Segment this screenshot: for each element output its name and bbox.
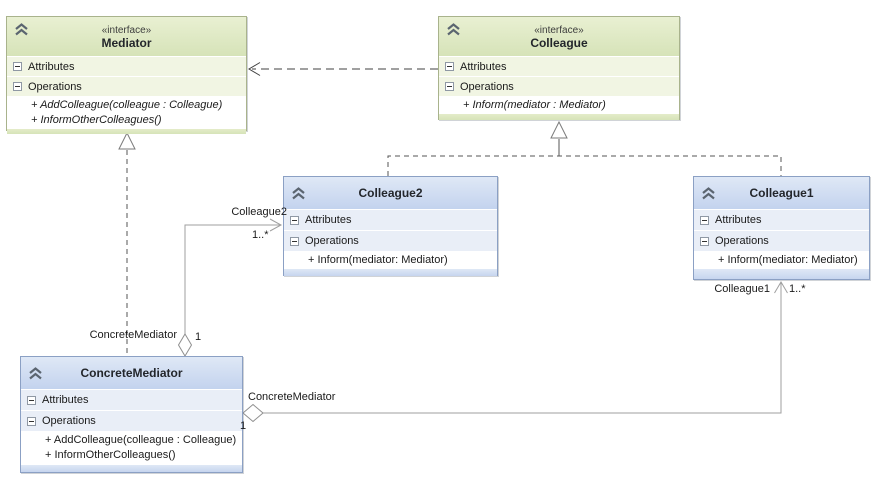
operations-list: + AddColleague(colleague : Colleague) + … <box>21 432 242 464</box>
box-header[interactable]: «interface» Colleague <box>439 17 679 57</box>
operation-item: + Inform(mediator: Mediator) <box>308 254 448 266</box>
interface-box-colleague[interactable]: «interface» Colleague Attributes Operati… <box>438 16 680 120</box>
collapse-minus-icon[interactable] <box>27 416 36 426</box>
collapse-chevron-icon[interactable] <box>700 186 717 201</box>
box-footer <box>21 464 242 472</box>
class-name: Colleague2 <box>358 185 423 200</box>
attributes-row[interactable]: Attributes <box>21 390 242 411</box>
association-role-label: ConcreteMediator <box>89 329 177 341</box>
aggregation-concretemediator-colleague1[interactable] <box>242 281 788 423</box>
operations-row[interactable]: Operations <box>21 411 242 432</box>
attributes-label: Attributes <box>28 60 75 73</box>
operations-row[interactable]: Operations <box>284 231 497 252</box>
collapse-minus-icon[interactable] <box>445 62 454 71</box>
operation-item: + InformOtherColleagues() <box>31 114 162 126</box>
operation-item: + Inform(mediator: Mediator) <box>718 254 858 266</box>
operation-item: + Inform(mediator : Mediator) <box>463 99 606 111</box>
attributes-row[interactable]: Attributes <box>694 210 869 231</box>
attributes-label: Attributes <box>460 60 507 73</box>
operations-list: + Inform(mediator: Mediator) <box>694 252 869 268</box>
class-box-concretemediator[interactable]: ConcreteMediator Attributes Operations +… <box>20 356 243 473</box>
operations-label: Operations <box>305 235 359 247</box>
class-box-colleague1[interactable]: Colleague1 Attributes Operations + Infor… <box>693 176 870 280</box>
association-multiplicity-label: 1 <box>240 420 247 432</box>
operations-row[interactable]: Operations <box>694 231 869 252</box>
operations-label: Operations <box>42 415 96 427</box>
attributes-label: Attributes <box>42 394 89 406</box>
box-footer <box>694 268 869 279</box>
operations-label: Operations <box>460 80 514 93</box>
association-multiplicity-label: 1 <box>195 331 202 343</box>
realization-concretemediator-to-mediator[interactable] <box>118 131 136 356</box>
collapse-chevron-icon[interactable] <box>445 22 462 37</box>
class-name: Mediator <box>101 35 152 50</box>
attributes-row[interactable]: Attributes <box>7 57 246 77</box>
collapse-minus-icon[interactable] <box>13 82 22 91</box>
box-header[interactable]: ConcreteMediator <box>21 357 242 390</box>
collapse-minus-icon[interactable] <box>290 236 299 246</box>
operations-list: + AddColleague(colleague : Colleague) + … <box>7 97 246 128</box>
collapse-minus-icon[interactable] <box>700 215 709 225</box>
operations-row[interactable]: Operations <box>7 77 246 97</box>
class-name: Colleague <box>530 35 588 50</box>
operations-label: Operations <box>715 235 769 247</box>
association-role-label: ConcreteMediator <box>248 391 336 403</box>
attributes-label: Attributes <box>715 214 762 226</box>
operations-label: Operations <box>28 80 82 93</box>
collapse-chevron-icon[interactable] <box>13 22 30 37</box>
operation-item: + AddColleague(colleague : Colleague) <box>45 434 237 446</box>
association-multiplicity-label: 1..* <box>252 229 269 241</box>
stereotype-label: «interface» <box>534 24 584 36</box>
dependency-colleague-to-mediator[interactable] <box>248 62 438 76</box>
operation-item: + AddColleague(colleague : Colleague) <box>31 99 223 111</box>
stereotype-label: «interface» <box>101 24 152 36</box>
collapse-minus-icon[interactable] <box>13 62 22 71</box>
box-footer <box>7 128 246 134</box>
collapse-minus-icon[interactable] <box>445 82 454 91</box>
collapse-chevron-icon[interactable] <box>27 366 44 381</box>
operations-row[interactable]: Operations <box>439 77 679 97</box>
association-role-label: Colleague1 <box>714 283 770 295</box>
class-box-colleague2[interactable]: Colleague2 Attributes Operations + Infor… <box>283 176 498 276</box>
association-multiplicity-label: 1..* <box>789 283 806 295</box>
box-header[interactable]: Colleague1 <box>694 177 869 210</box>
box-footer <box>284 268 497 276</box>
collapse-minus-icon[interactable] <box>290 215 299 225</box>
attributes-row[interactable]: Attributes <box>439 57 679 77</box>
class-name: Colleague1 <box>749 185 814 200</box>
box-footer <box>439 113 679 120</box>
operations-list: + Inform(mediator : Mediator) <box>439 97 679 113</box>
interface-box-mediator[interactable]: «interface» Mediator Attributes Operatio… <box>6 16 247 134</box>
realization-colleagues-to-colleague[interactable] <box>387 120 782 176</box>
collapse-minus-icon[interactable] <box>700 236 709 246</box>
class-name: ConcreteMediator <box>80 365 183 380</box>
operation-item: + InformOtherColleagues() <box>45 449 176 461</box>
box-header[interactable]: «interface» Mediator <box>7 17 246 57</box>
attributes-row[interactable]: Attributes <box>284 210 497 231</box>
collapse-minus-icon[interactable] <box>27 395 36 405</box>
box-header[interactable]: Colleague2 <box>284 177 497 210</box>
collapse-chevron-icon[interactable] <box>290 186 307 201</box>
association-role-label: Colleague2 <box>231 206 287 218</box>
attributes-label: Attributes <box>305 214 352 226</box>
operations-list: + Inform(mediator: Mediator) <box>284 252 497 268</box>
